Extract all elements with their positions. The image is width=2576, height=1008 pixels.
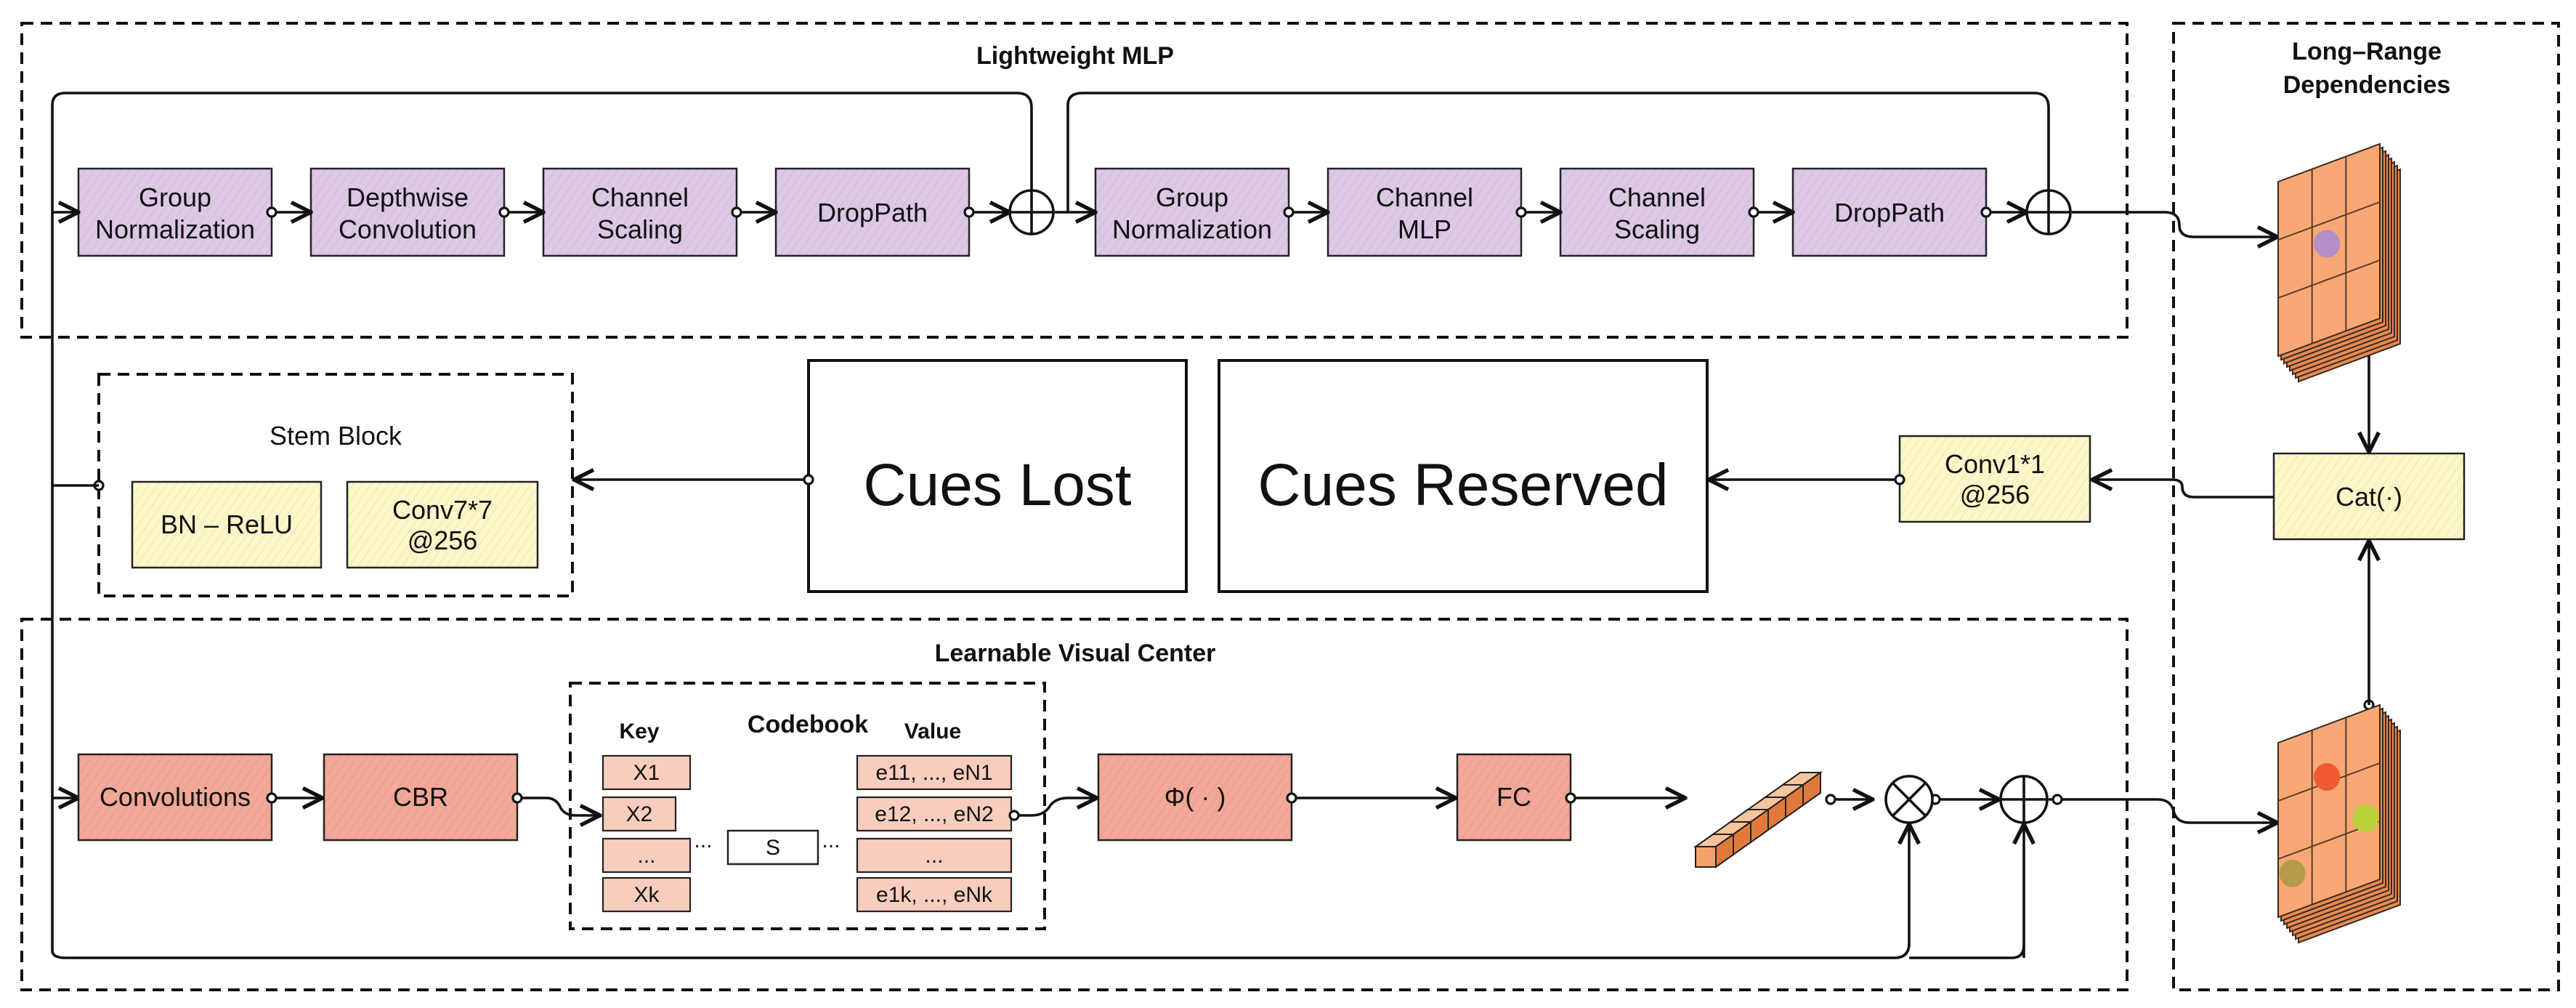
conv1x1-box: Conv1*1 @256 [1898, 435, 2091, 523]
codebook-value-cell: e1k, ..., eNk [856, 876, 1013, 913]
codebook-key-cell: Xk [602, 876, 692, 913]
svg-text:CBR: CBR [393, 782, 448, 812]
svg-text:Cat(·): Cat(·) [2336, 482, 2402, 512]
cues-lost-label: Cues Lost [863, 452, 1131, 518]
codebook-value-text: e11, ..., eN1 [875, 761, 992, 785]
feature-vector-icon [1693, 771, 1823, 868]
codebook-value-text: e1k, ..., eNk [876, 883, 993, 907]
codebook-value-text: e12, ..., eN2 [875, 802, 993, 826]
mlp-box-label: Depthwise [347, 182, 469, 212]
mlp-box-group: GroupNormalizationDepthwiseConvolutionCh… [77, 167, 1988, 257]
long-range-title-1: Long–Range [2292, 38, 2442, 65]
lvc-box-phi: Φ( · ) [1097, 753, 1293, 842]
codebook-key-text: Xk [633, 883, 660, 907]
mlp-box-label: Channel [1376, 182, 1473, 212]
mlp-box-label: Group [1156, 182, 1228, 212]
cues-lost-box [807, 359, 1188, 593]
codebook-ellipsis-left: ... [694, 828, 712, 852]
lvc-box-cbr: CBR [323, 753, 519, 842]
cues-reserved-box [1218, 359, 1709, 593]
lvc-box-fc: FC [1456, 753, 1572, 842]
mlp-box-label: Scaling [1614, 214, 1700, 244]
feature-map-stack-top-icon [2277, 142, 2401, 383]
cat-box: Cat(·) [2272, 452, 2466, 541]
stem-block-title: Stem Block [270, 421, 402, 451]
stem-block-frame [97, 373, 574, 597]
mlp-box-label: MLP [1398, 214, 1451, 244]
feature-dot-icon [2352, 805, 2379, 833]
svg-text:@256: @256 [408, 525, 478, 555]
long-range-title-2: Dependencies [2283, 71, 2451, 99]
mlp-box-label: Group [139, 182, 211, 212]
mlp-box-label: Convolution [339, 214, 477, 244]
mlp-box-4: DropPath [774, 167, 971, 257]
plus-operator-bottom [1999, 775, 2049, 824]
svg-text:Conv1*1: Conv1*1 [1945, 449, 2045, 479]
lvc-box-convolutions: Convolutions [77, 753, 273, 842]
lvc-connections [266, 794, 2277, 959]
stem-box-bn-relu: BN – ReLU [131, 480, 323, 569]
mlp-box-label: Normalization [95, 214, 255, 244]
times-operator [1884, 775, 1934, 824]
cues-reserved-label: Cues Reserved [1257, 452, 1668, 518]
feature-dot-icon [2314, 763, 2341, 791]
plus-operator-top-2 [2025, 189, 2072, 235]
mlp-box-label: DropPath [817, 198, 928, 227]
mlp-box-label: Normalization [1112, 214, 1272, 244]
lightweight-mlp-title: Lightweight MLP [976, 42, 1174, 70]
codebook-key-label: Key [619, 719, 659, 743]
codebook-key-cell: X1 [602, 754, 692, 791]
svg-text:S: S [766, 836, 780, 860]
long-range-frame [2172, 22, 2560, 991]
svg-text:Φ( · ): Φ( · ) [1165, 782, 1226, 812]
codebook-ellipsis-right: ... [822, 828, 840, 852]
mlp-box-label: Channel [1608, 182, 1706, 212]
stem-box-conv7: Conv7*7 @256 [346, 480, 539, 569]
codebook-value-cell: e11, ..., eN1 [856, 754, 1013, 791]
codebook-frame [569, 682, 1046, 930]
feature-dot-icon [2279, 859, 2306, 887]
feature-map-stack-bottom-icon [2277, 703, 2401, 944]
codebook-key-text: ... [637, 844, 655, 868]
plus-operator-top-1 [1008, 189, 1055, 235]
codebook-value-text: ... [925, 844, 943, 868]
svg-text:Convolutions: Convolutions [100, 782, 251, 812]
codebook-key-text: X1 [633, 761, 660, 785]
lvc-title: Learnable Visual Center [935, 640, 1216, 667]
codebook-key-text: X2 [626, 802, 653, 826]
codebook-value-cell: e12, ..., eN2 [856, 796, 1013, 832]
codebook-value-cell: ... [856, 837, 1013, 874]
codebook-value-label: Value [904, 719, 961, 743]
codebook-s-box: S [726, 829, 819, 866]
mlp-box-label: Channel [591, 182, 689, 212]
svg-text:FC: FC [1496, 782, 1531, 812]
mlp-connections [51, 92, 2277, 485]
mlp-box-8: DropPath [1791, 167, 1988, 257]
codebook-title: Codebook [748, 711, 868, 738]
lvc-frame [20, 618, 2129, 991]
svg-text:BN – ReLU: BN – ReLU [161, 509, 293, 539]
middle-connections [51, 340, 2373, 959]
codebook-key-cell: ... [602, 837, 692, 874]
mlp-box-label: Scaling [597, 214, 683, 244]
mlp-box-label: DropPath [1834, 198, 1945, 227]
svg-text:@256: @256 [1960, 480, 2030, 509]
codebook-key-cell: X2 [602, 796, 677, 832]
svg-text:Conv7*7: Conv7*7 [392, 495, 493, 525]
feature-dot-icon [2314, 230, 2341, 258]
